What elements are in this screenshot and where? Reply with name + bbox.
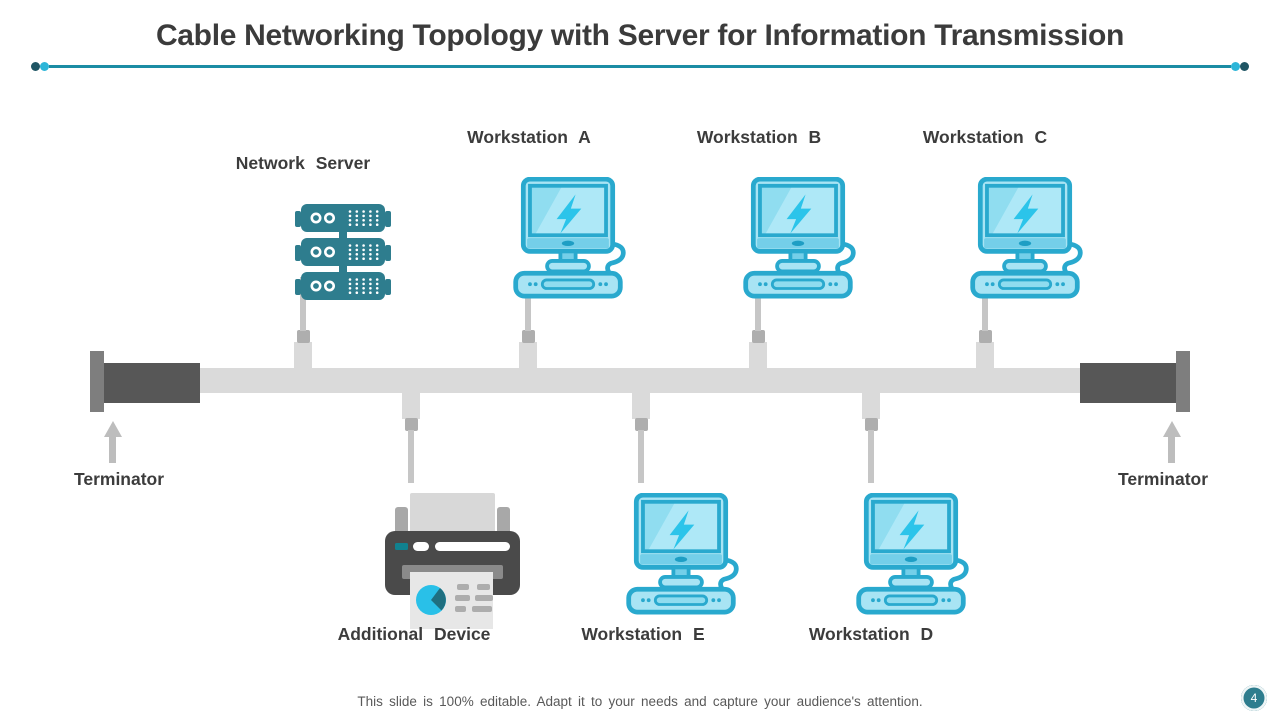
title-divider-line	[49, 65, 1231, 68]
workstation-c-icon-group	[967, 177, 1083, 303]
footer-note: This slide is 100% editable. Adapt it to…	[357, 694, 923, 709]
drop-cable	[525, 277, 531, 331]
workstation-icon	[967, 177, 1083, 303]
workstation-icon	[740, 177, 856, 303]
divider-end-dot	[1240, 62, 1249, 71]
workstation-e-label: Workstation E	[581, 624, 705, 644]
divider-end-dot	[40, 62, 49, 71]
additional-device-icon-group	[385, 493, 520, 629]
workstation-icon	[853, 493, 969, 619]
workstation-d-label: Workstation D	[808, 624, 934, 644]
workstation-icon	[623, 493, 739, 619]
bus-cable	[200, 368, 1080, 393]
bus-tap-stub	[976, 342, 994, 369]
workstation-a-icon-group	[510, 177, 626, 303]
up-arrow-icon	[1168, 436, 1175, 463]
drop-cable	[868, 430, 874, 483]
drop-cable	[300, 277, 306, 331]
bus-tap-stub	[749, 342, 767, 369]
network-server-label: Network Server	[235, 153, 371, 173]
terminator-right-label: Terminator	[1117, 469, 1209, 489]
workstation-icon	[510, 177, 626, 303]
up-arrow-icon	[1163, 421, 1181, 437]
additional-device-label: Additional Device	[337, 624, 491, 644]
workstation-c-label: Workstation C	[922, 127, 1048, 147]
up-arrow-icon	[104, 421, 122, 437]
terminator-left-label: Terminator	[73, 469, 165, 489]
terminator-right-cap	[1176, 351, 1190, 412]
bus-tap-stub	[402, 393, 420, 419]
workstation-a-label: Workstation A	[467, 127, 591, 147]
up-arrow-icon	[109, 436, 116, 463]
cable-plug	[404, 418, 418, 431]
cable-plug	[864, 418, 878, 431]
bus-tap-stub	[294, 342, 312, 369]
cable-plug	[296, 330, 310, 343]
workstation-d-icon-group	[853, 493, 969, 619]
terminator-right-body	[1080, 363, 1176, 403]
network-server-icon-group	[293, 204, 393, 300]
page-number-badge: 4	[1241, 685, 1267, 711]
printer-icon	[385, 493, 520, 629]
divider-end-dot	[31, 62, 40, 71]
drop-cable	[755, 277, 761, 331]
workstation-b-icon-group	[740, 177, 856, 303]
slide-title: Cable Networking Topology with Server fo…	[155, 19, 1125, 52]
cable-plug	[978, 330, 992, 343]
cable-plug	[634, 418, 648, 431]
drop-cable	[408, 430, 414, 483]
bus-tap-stub	[519, 342, 537, 369]
cable-plug	[521, 330, 535, 343]
bus-tap-stub	[632, 393, 650, 419]
cable-plug	[751, 330, 765, 343]
server-icon	[293, 204, 393, 300]
terminator-left-body	[104, 363, 200, 403]
bus-tap-stub	[862, 393, 880, 419]
workstation-e-icon-group	[623, 493, 739, 619]
divider-end-dot	[1231, 62, 1240, 71]
workstation-b-label: Workstation B	[696, 127, 822, 147]
drop-cable	[982, 277, 988, 331]
drop-cable	[638, 430, 644, 483]
terminator-left-cap	[90, 351, 104, 412]
